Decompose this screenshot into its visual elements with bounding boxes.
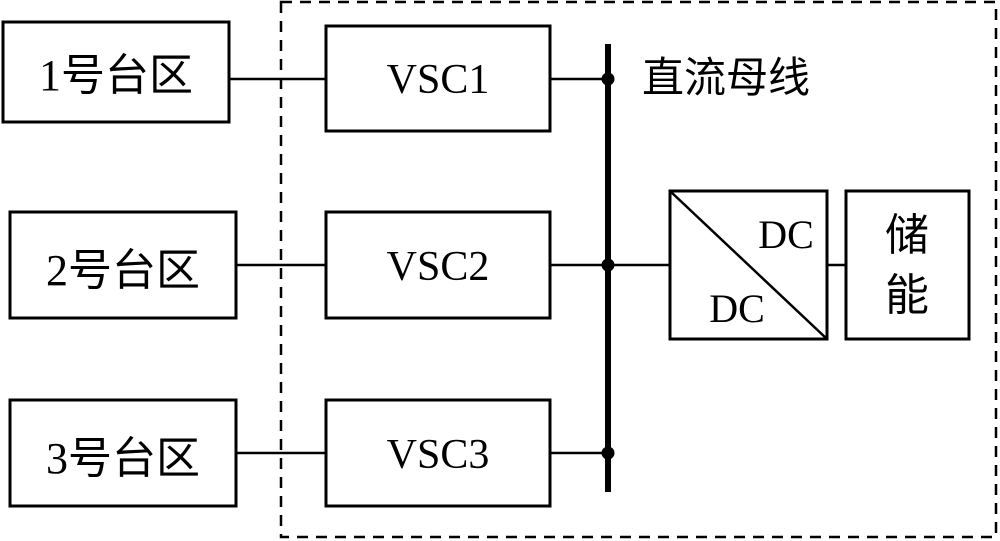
zone-1-box bbox=[1, 20, 231, 124]
zone-2: 2号台区 bbox=[8, 210, 238, 320]
vsc1-label: VSC1 bbox=[387, 57, 490, 103]
vsc3-label: VSC3 bbox=[387, 432, 490, 478]
zone-3-label: 3号台区 bbox=[46, 434, 200, 483]
energy-storage: 储 能 bbox=[844, 189, 971, 341]
zone-3: 3号台区 bbox=[8, 398, 238, 508]
vsc1-box bbox=[324, 24, 552, 133]
vsc3: VSC3 bbox=[324, 398, 552, 508]
dcdc-converter: DC DC bbox=[668, 189, 829, 341]
dcdc-bottom-label: DC bbox=[709, 286, 765, 331]
storage-box bbox=[844, 189, 971, 341]
zone-1: 1号台区 bbox=[1, 20, 231, 124]
storage-label-line1: 储 bbox=[885, 211, 929, 260]
zone-2-label: 2号台区 bbox=[46, 246, 200, 295]
zone-1-label: 1号台区 bbox=[39, 51, 193, 100]
vsc3-box bbox=[324, 398, 552, 508]
dcdc-top-label: DC bbox=[758, 212, 814, 257]
vsc2: VSC2 bbox=[324, 210, 552, 320]
storage-label-line2: 能 bbox=[885, 271, 929, 320]
vsc1: VSC1 bbox=[324, 24, 552, 133]
dc-bus-label: 直流母线 bbox=[642, 56, 810, 102]
zone-2-box bbox=[8, 210, 238, 320]
dashed-boundary bbox=[279, 0, 998, 539]
bus-junction-3 bbox=[601, 446, 615, 460]
dcdc-diagonal bbox=[669, 190, 828, 340]
vsc2-box bbox=[324, 210, 552, 320]
bus-junction-1 bbox=[601, 72, 615, 86]
vsc2-label: VSC2 bbox=[387, 244, 490, 290]
